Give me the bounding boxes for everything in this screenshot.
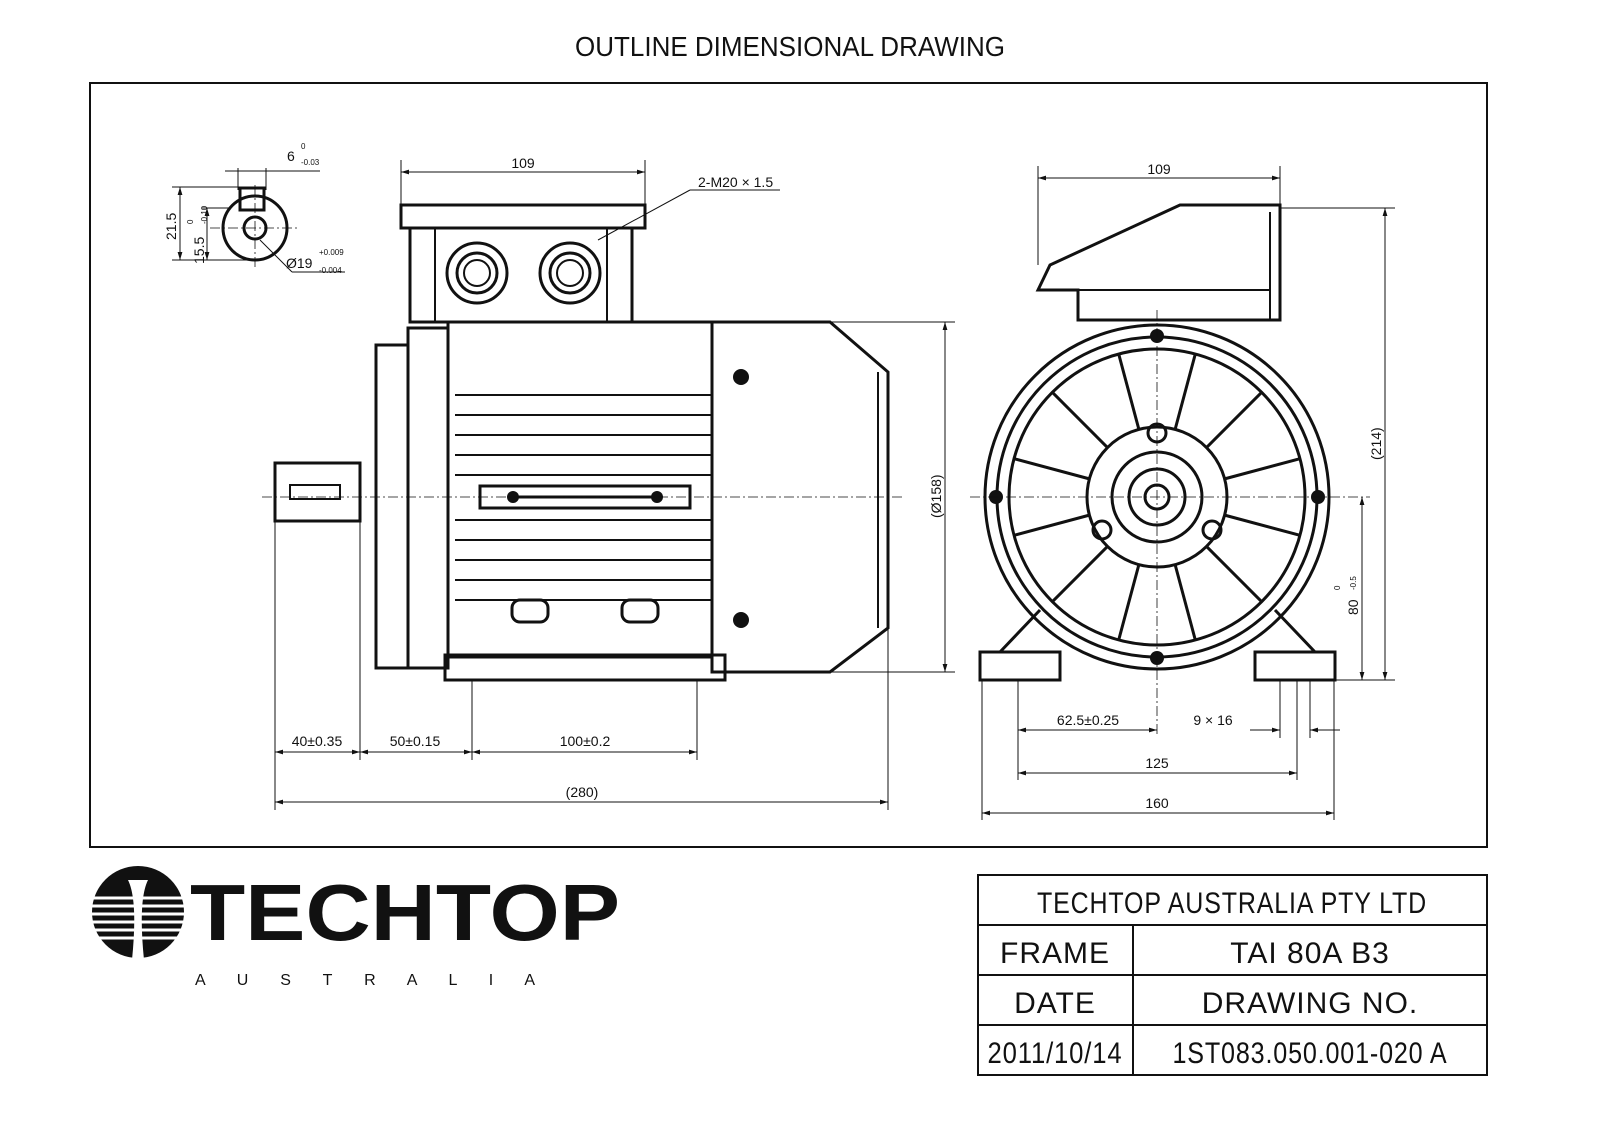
foot-slot-label: 9 × 16	[1193, 712, 1233, 728]
drawing-title: OUTLINE DIMENSIONAL DRAWING	[575, 31, 1005, 62]
shaft-dia-label: Ø19	[286, 255, 313, 271]
fan-cover-spoke	[1173, 353, 1197, 430]
fan-cover-spoke	[1051, 391, 1109, 449]
side-box-width-label: 109	[511, 155, 535, 171]
shaft-section-detail: 6 0 -0.03 21.5 15.5 0 -0.10 Ø19 +0.009 -…	[163, 142, 345, 275]
drawing-no-value: 1ST083.050.001-020 A	[1173, 1037, 1448, 1070]
foot-width-label: 160	[1145, 795, 1169, 811]
logo-subtitle: A U S T R A L I A	[195, 972, 535, 989]
fan-cover-spoke	[1224, 513, 1301, 537]
fan-cover-spoke	[1224, 457, 1301, 481]
fan-cover-spoke	[1205, 391, 1263, 449]
shaft-to-foot-label: 50±0.15	[390, 733, 441, 749]
fan-cover-spoke	[1117, 353, 1141, 430]
key-width-tol-upper: 0	[301, 142, 306, 151]
key-width-label: 6	[287, 148, 295, 164]
overall-length-label: (280)	[566, 784, 599, 800]
keyway-tol-upper: 0	[186, 219, 195, 224]
foot-hole-spacing-label: 100±0.2	[560, 733, 611, 749]
drawing-no-label: DRAWING NO.	[1202, 987, 1419, 1020]
techtop-logo: TECHTOP A U S T R A L I A	[92, 866, 620, 989]
title-block: TECHTOP AUSTRALIA PTY LTD FRAME TAI 80A …	[977, 874, 1488, 1076]
foot-hole-span-label: 125	[1145, 755, 1169, 771]
keyway-depth-label: 15.5	[191, 237, 207, 264]
fan-cover-spoke	[1117, 564, 1141, 641]
fan-cover-spoke	[1205, 545, 1263, 603]
key-height-label: 21.5	[163, 213, 179, 240]
keyway-tol-lower: -0.10	[200, 205, 209, 224]
shaft-length-label: 40±0.35	[292, 733, 343, 749]
gland-thread-label: 2-M20 × 1.5	[698, 174, 773, 190]
fan-cover-spoke	[1051, 545, 1109, 603]
logo-name: TECHTOP	[190, 868, 620, 957]
shaft-height-tol-upper: 0	[1333, 585, 1342, 590]
fan-cover-spoke	[1013, 457, 1090, 481]
date-value: 2011/10/14	[988, 1037, 1123, 1070]
shaft-dia-tol-lower: -0.004	[319, 266, 342, 275]
side-view: 109 2-M20 × 1.5 (Ø158) 40±0.35 50±0.15 1…	[262, 155, 955, 810]
half-foot-span-label: 62.5±0.25	[1057, 712, 1119, 728]
frame-label: FRAME	[1000, 937, 1110, 970]
front-view: 109 (214) 80 0 -0.5 62.5±0.25 9 × 16 125…	[970, 161, 1395, 820]
overall-height-label: (214)	[1368, 427, 1384, 460]
fan-cover-spoke	[1013, 513, 1090, 537]
fan-cover-spoke	[1173, 564, 1197, 641]
company-name: TECHTOP AUSTRALIA PTY LTD	[1037, 887, 1427, 920]
shaft-height-label: 80	[1345, 599, 1361, 615]
shaft-dia-tol-upper: +0.009	[319, 248, 344, 257]
key-width-tol-lower: -0.03	[301, 158, 320, 167]
frame-value: TAI 80A B3	[1230, 937, 1390, 970]
date-label: DATE	[1014, 987, 1096, 1020]
drawing-frame	[89, 82, 1488, 848]
shaft-height-tol-lower: -0.5	[1349, 576, 1358, 590]
front-box-width-label: 109	[1147, 161, 1171, 177]
body-dia-label: (Ø158)	[928, 474, 944, 518]
